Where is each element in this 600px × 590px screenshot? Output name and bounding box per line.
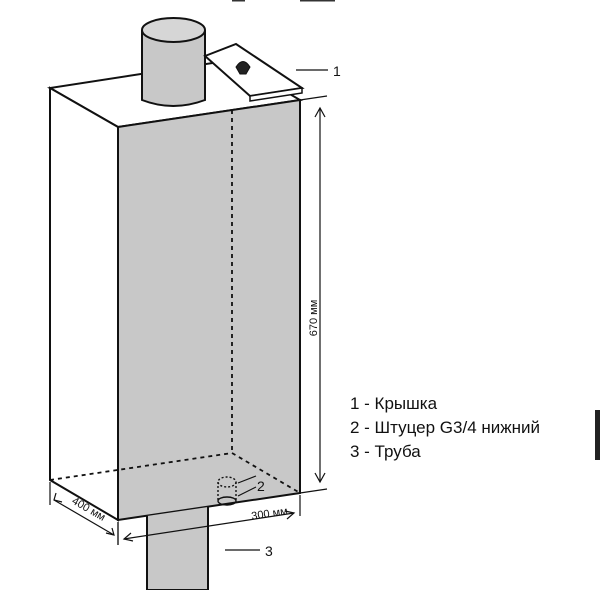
- legend-item-lid: 1 - Крышка: [350, 394, 438, 413]
- width-label: 300 мм: [251, 505, 289, 522]
- lid: [203, 42, 305, 102]
- top-pipe-base: [141, 62, 206, 107]
- height-label: 670 мм: [308, 300, 320, 337]
- depth-dimension: [49, 482, 119, 545]
- callout-2-leader-a: [237, 475, 257, 484]
- bottom-fitting: [217, 476, 237, 506]
- edge-tab: [595, 410, 600, 460]
- hidden-edges: [49, 110, 301, 494]
- bottom-pipe: [146, 507, 209, 590]
- callout-1-label: 1: [333, 63, 341, 79]
- height-dimension: [299, 95, 328, 494]
- legend-item-fitting: 2 - Штуцер G3/4 нижний: [350, 418, 541, 437]
- legend-item-pipe: 3 - Труба: [350, 442, 421, 461]
- callout-2-label: 2: [257, 478, 265, 494]
- tank-left-face: [49, 86, 119, 522]
- legend: 1 - Крышка 2 - Штуцер G3/4 нижний 3 - Тр…: [350, 392, 540, 464]
- callout-3-label: 3: [265, 543, 273, 559]
- callout-2-leader-b: [237, 486, 257, 497]
